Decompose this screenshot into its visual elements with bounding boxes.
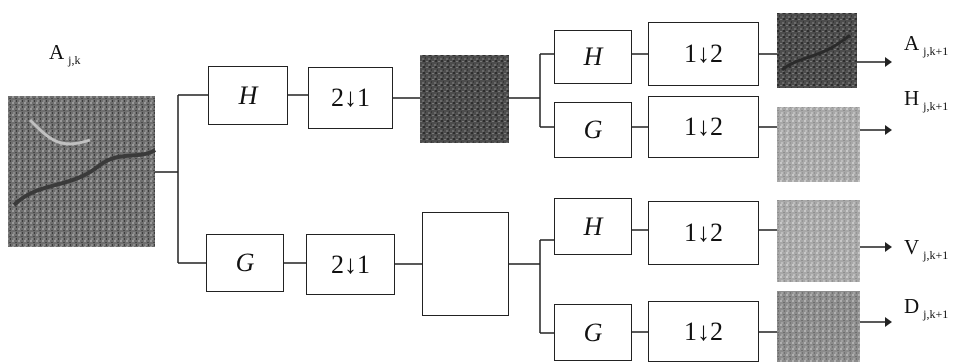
filter-h-stage1: H	[208, 66, 288, 125]
downsample-branch2: 1↓2	[648, 96, 759, 158]
filter-g-branch4: G	[554, 304, 632, 361]
arrowheads	[885, 57, 892, 327]
filter-g-branch2: G	[554, 102, 632, 158]
filter-h-branch1: H	[554, 30, 632, 84]
output-image-v	[777, 200, 860, 282]
output-image-a	[777, 13, 857, 88]
downsample-branch3: 1↓2	[648, 201, 759, 265]
intermediate-image-top	[420, 55, 509, 143]
output-image-d	[777, 291, 860, 362]
filter-g-stage1: G	[206, 234, 284, 292]
filter-h-branch3: H	[554, 198, 632, 255]
downsample-stage1-bottom: 2↓1	[306, 234, 395, 295]
downsample-branch4: 1↓2	[648, 301, 759, 362]
downsample-branch1: 1↓2	[648, 22, 759, 86]
output-image-h	[777, 107, 860, 182]
intermediate-image-bottom	[422, 212, 509, 316]
input-image	[8, 96, 155, 247]
downsample-stage1-top: 2↓1	[308, 67, 393, 129]
